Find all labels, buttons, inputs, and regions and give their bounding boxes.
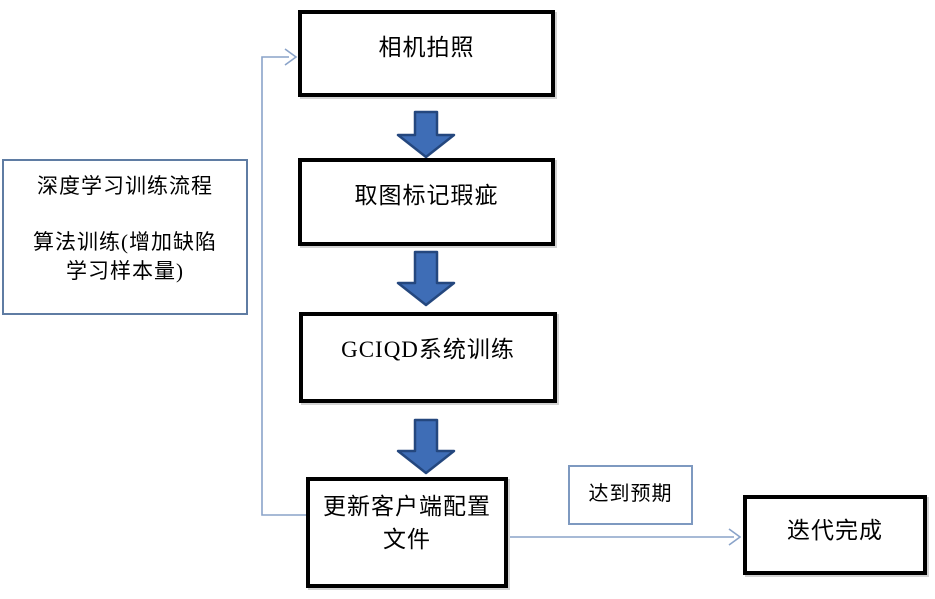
flow-node-label-line-2: 文件	[383, 527, 431, 552]
flow-node-gciqd-training: GCIQD系统训练	[299, 312, 557, 403]
down-block-arrow-3	[396, 418, 456, 475]
feedback-arrowhead-icon	[284, 48, 298, 66]
flow-node-camera-capture: 相机拍照	[298, 10, 555, 97]
down-block-arrow-2	[396, 250, 456, 307]
flow-node-label-line-1: 更新客户端配置	[323, 494, 491, 519]
flow-node-label: GCIQD系统训练	[341, 337, 515, 362]
note-line-1: 深度学习训练流程	[37, 174, 213, 198]
flow-node-label: 迭代完成	[787, 518, 883, 543]
note-line-3: 学习样本量)	[66, 259, 184, 283]
note-box-training-process: 深度学习训练流程 算法训练(增加缺陷 学习样本量)	[2, 159, 248, 315]
condition-box-expectation-met: 达到预期	[568, 465, 693, 525]
flow-node-label: 取图标记瑕疵	[354, 183, 499, 208]
condition-label: 达到预期	[588, 483, 673, 505]
note-line-2: 算法训练(增加缺陷	[33, 230, 217, 254]
flow-node-mark-defects: 取图标记瑕疵	[298, 158, 555, 246]
flow-node-update-client-config: 更新客户端配置 文件	[306, 477, 508, 588]
flow-node-label: 相机拍照	[378, 35, 475, 60]
down-block-arrow-1	[396, 110, 456, 159]
flow-node-iteration-complete: 迭代完成	[743, 495, 927, 575]
result-arrowhead-icon	[728, 528, 742, 546]
feedback-connector-line	[261, 56, 306, 516]
